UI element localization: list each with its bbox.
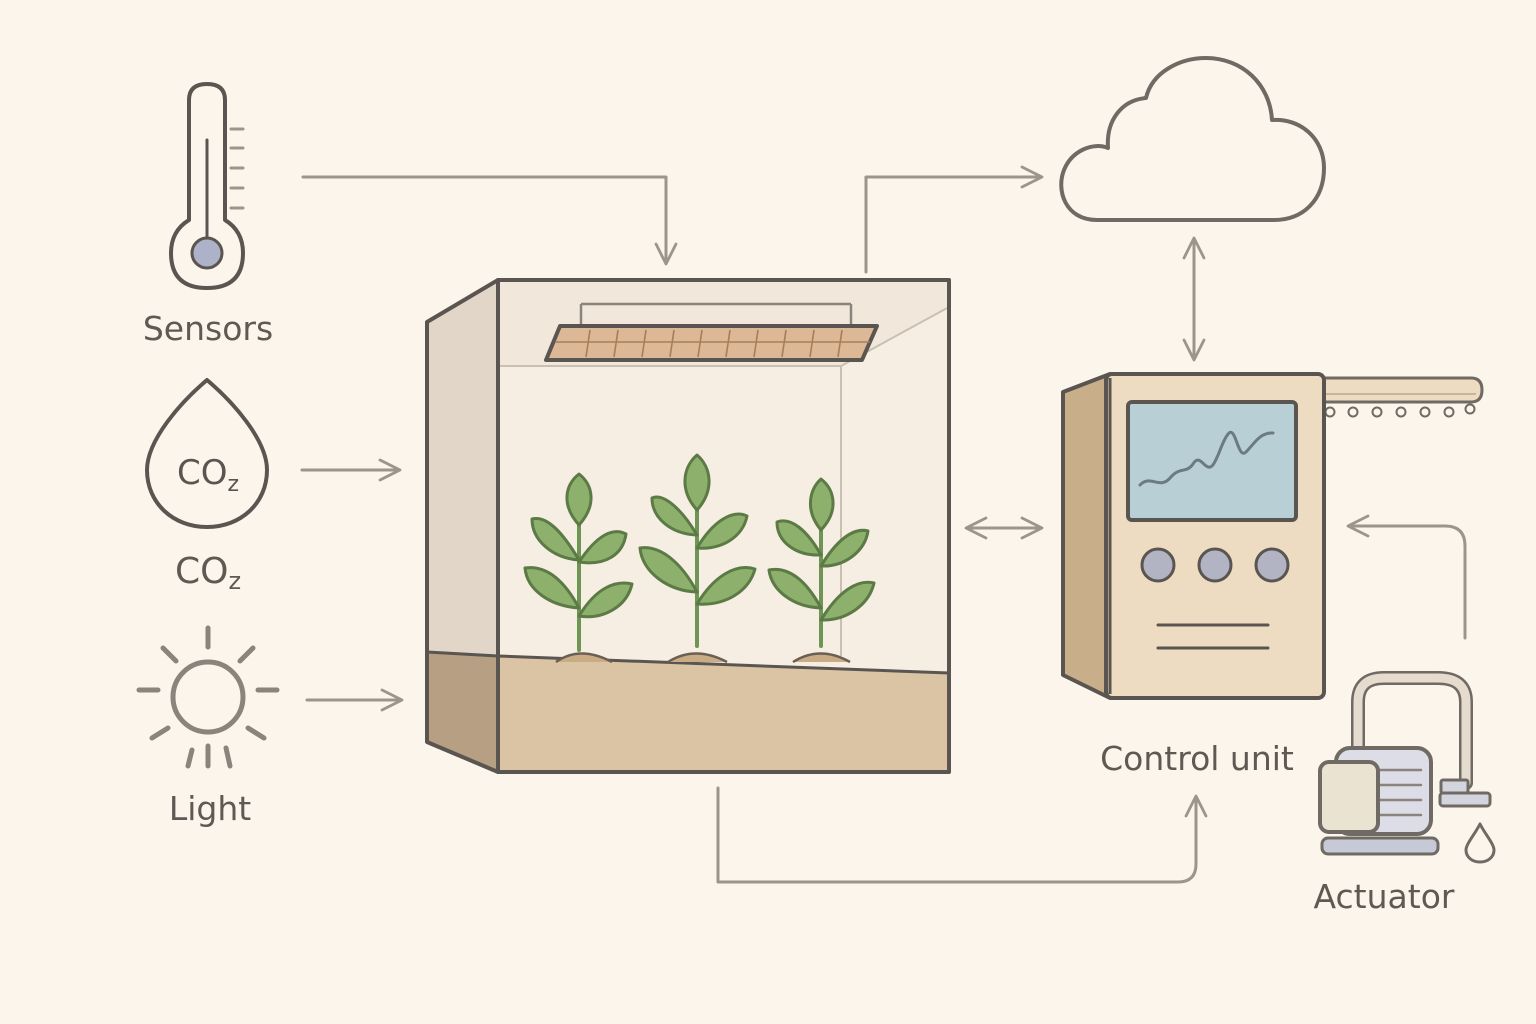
thermometer-icon [169, 82, 245, 290]
connector-chamber-to-control-bottom [716, 786, 1208, 884]
water-drop-icon [1464, 822, 1496, 864]
connector-sensors-to-chamber [301, 175, 678, 266]
co2-label-subscript: z [228, 567, 242, 595]
plant-1 [523, 472, 634, 652]
cloud-icon [1059, 56, 1326, 222]
co2-label-text: CO [174, 551, 229, 592]
sun-icon [136, 625, 280, 769]
connectors [300, 165, 1467, 884]
control-unit [1061, 372, 1326, 700]
sprinkler-icon [1320, 376, 1484, 418]
control-button-2[interactable] [1197, 547, 1233, 583]
actuator-label: Actuator [1313, 877, 1455, 916]
light-label: Light [168, 789, 252, 828]
control-button-3[interactable] [1254, 547, 1290, 583]
connector-actuator-to-control [1346, 514, 1467, 640]
pump-icon [1318, 671, 1492, 856]
connector-chamber-to-cloud [864, 165, 1044, 274]
control-unit-label: Control unit [1100, 739, 1294, 778]
co2-drop-text: COz [177, 453, 239, 497]
co2-drop-icon: COz [145, 378, 269, 529]
plant-2 [638, 453, 757, 648]
control-screen [1126, 400, 1298, 522]
plant-3 [767, 477, 876, 648]
grow-light-icon [544, 302, 879, 362]
co2-label: COz [174, 551, 241, 594]
control-button-1[interactable] [1140, 547, 1176, 583]
sensors-label: Sensors [142, 309, 274, 348]
